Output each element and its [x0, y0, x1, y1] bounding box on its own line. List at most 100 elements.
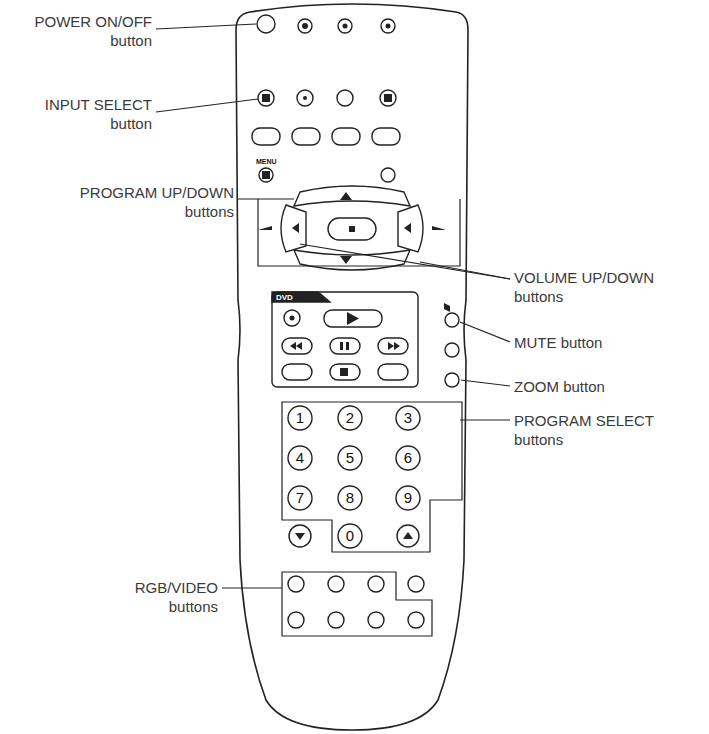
leader-lines-shape — [156, 24, 256, 29]
digit-label: 1 — [290, 410, 310, 426]
dvd-panel-shape — [445, 373, 459, 387]
top-buttons — [252, 15, 400, 182]
navigation-pad — [281, 186, 423, 270]
navigation-pad-shape — [398, 205, 423, 252]
dvd-panel — [272, 292, 459, 387]
input-select-callout: INPUT SELECT button — [12, 95, 152, 133]
bottom-buttons-shape — [288, 576, 304, 592]
digit-label: 3 — [398, 410, 418, 426]
top-buttons-shape — [381, 168, 395, 182]
dvd-panel-shape — [445, 313, 459, 327]
top-buttons-shape — [372, 128, 400, 145]
dvd-symbols-shape — [340, 342, 343, 350]
remote-body-shape — [236, 4, 468, 730]
mute-callout: MUTE button — [514, 333, 699, 352]
power-callout: POWER ON/OFF button — [12, 12, 152, 50]
dvd-panel-shape — [272, 292, 418, 387]
navigation-arrows-shape — [340, 192, 352, 200]
dvd-symbols-shape — [290, 316, 295, 321]
number-pad — [288, 406, 420, 548]
number-pad-shape — [396, 446, 420, 470]
dvd-panel-shape — [272, 292, 330, 302]
program-updown-callout: PROGRAM UP/DOWN buttons — [59, 183, 234, 221]
navigation-arrows-shape — [340, 256, 352, 264]
top-buttons-shape — [380, 90, 396, 106]
volume-callout: VOLUME UP/DOWN buttons — [514, 268, 689, 306]
dvd-symbols-shape — [346, 342, 349, 350]
number-pad-shape — [338, 486, 362, 510]
top-buttons-shape — [338, 19, 352, 33]
bottom-buttons-shape — [408, 612, 424, 628]
number-pad-arrows-shape — [295, 533, 305, 540]
navigation-arrows-shape — [432, 226, 446, 230]
leader-lines-shape — [460, 419, 510, 420]
dvd-panel-shape — [284, 310, 300, 326]
digit-label: 9 — [398, 490, 418, 506]
number-pad-shape — [397, 525, 419, 547]
bottom-buttons-shape — [328, 576, 344, 592]
top-buttons-shape — [298, 19, 312, 33]
leader-lines-shape — [258, 198, 294, 199]
top-button-marks-shape — [303, 96, 307, 100]
top-buttons-shape — [337, 90, 353, 106]
program-select-callout: PROGRAM SELECT buttons — [514, 411, 679, 449]
leader-lines-shape — [300, 244, 510, 279]
dvd-panel-shape — [324, 310, 382, 327]
top-button-marks — [262, 23, 392, 179]
digit-label: 4 — [290, 450, 310, 466]
dvd-symbols-shape — [290, 342, 302, 350]
digit-label: 6 — [398, 450, 418, 466]
dvd-panel-shape — [282, 364, 312, 380]
top-buttons-shape — [252, 128, 280, 145]
leader-lines-shape — [156, 99, 258, 112]
digit-label: 5 — [340, 450, 360, 466]
bottom-buttons-shape — [368, 576, 384, 592]
dvd-symbols-shape — [347, 312, 359, 325]
top-button-marks-shape — [384, 94, 392, 102]
top-buttons-shape — [292, 128, 320, 145]
number-pad-shape — [288, 446, 312, 470]
top-button-marks-shape — [262, 171, 270, 179]
bottom-buttons — [288, 576, 424, 628]
leader-lines-shape — [460, 322, 510, 342]
dvd-symbols-shape — [340, 368, 348, 376]
navigation-pad-shape — [294, 186, 410, 206]
dvd-panel-shape — [282, 338, 312, 354]
number-pad-shape — [396, 486, 420, 510]
digit-label: 0 — [340, 528, 360, 544]
navigation-arrows-shape — [292, 223, 299, 233]
menu-button-label: MENU — [256, 158, 277, 166]
number-pad-shape — [288, 486, 312, 510]
bottom-buttons-shape — [288, 612, 304, 628]
number-pad-shape — [289, 525, 311, 547]
dvd-panel-label: DVD — [276, 293, 293, 302]
dvd-symbols-shape — [444, 303, 450, 312]
leader-lines-shape — [282, 572, 432, 636]
leader-lines-shape — [282, 402, 462, 552]
top-button-marks-shape — [386, 24, 391, 29]
leader-lines — [156, 24, 510, 636]
dvd-panel-shape — [378, 364, 408, 380]
number-pad-arrows-shape — [403, 532, 413, 539]
dvd-symbols-shape — [388, 342, 400, 350]
navigation-arrows-shape — [404, 223, 411, 233]
dvd-panel-shape — [330, 338, 360, 354]
number-pad-shape — [338, 446, 362, 470]
number-pad-shape — [396, 406, 420, 430]
top-buttons-shape — [258, 90, 274, 106]
digit-label: 7 — [290, 490, 310, 506]
number-pad-shape — [288, 406, 312, 430]
remote-body — [236, 4, 468, 730]
bottom-buttons-shape — [368, 612, 384, 628]
dvd-panel-shape — [378, 338, 408, 354]
digit-label: 8 — [340, 490, 360, 506]
top-button-marks-shape — [262, 94, 270, 102]
number-pad-shape — [338, 406, 362, 430]
leader-lines-shape — [222, 587, 282, 588]
digit-label: 2 — [340, 410, 360, 426]
rgb-video-callout: RGB/VIDEO buttons — [98, 578, 218, 616]
number-pad-shape — [338, 524, 362, 548]
top-buttons-shape — [297, 90, 313, 106]
top-button-marks-shape — [302, 23, 308, 29]
navigation-pad-shape — [328, 218, 376, 240]
